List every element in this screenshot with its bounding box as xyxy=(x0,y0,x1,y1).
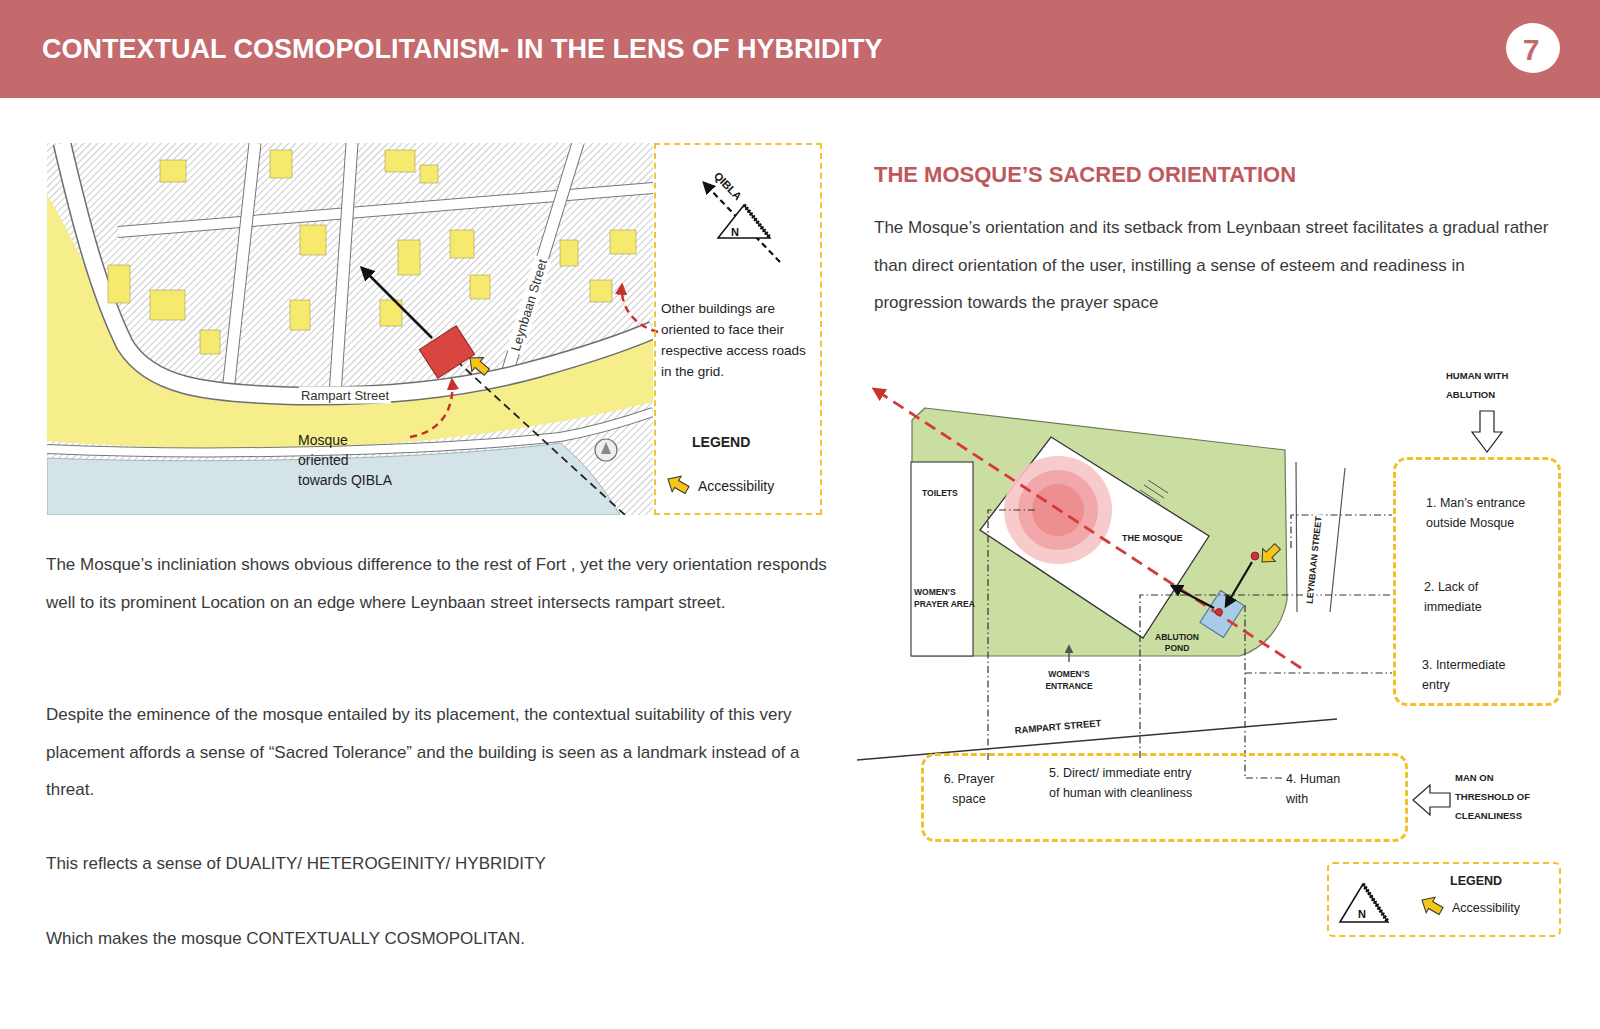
legend-text: Accessibility xyxy=(1452,900,1520,916)
body-paragraph: The Mosque’s incliniation shows obvious … xyxy=(46,546,836,621)
left-arrow xyxy=(1413,785,1450,815)
body-paragraph: The Mosque’s orientation and its setback… xyxy=(874,209,1554,322)
direction-label: QIBLA xyxy=(711,169,745,203)
map-ground xyxy=(47,143,653,515)
street-name: Leynbaan Street xyxy=(506,255,551,355)
road-edge xyxy=(62,143,653,396)
coast-road xyxy=(47,412,653,452)
map-note: Mosque oriented towards QIBLA xyxy=(298,430,398,490)
north-symbol-edge xyxy=(744,205,770,238)
compass-symbol xyxy=(595,439,617,461)
legend-heading: LEGEND xyxy=(1450,873,1540,889)
page-number: 7 xyxy=(1506,30,1556,69)
qibla-axis xyxy=(874,389,1301,668)
room-label: WOMEN’S PRAYER AREA xyxy=(914,586,980,610)
legend-panel: LEGEND xyxy=(1327,862,1561,937)
ancillary-block xyxy=(911,462,973,656)
site-ground xyxy=(912,408,1287,656)
street-name: Rampart Street xyxy=(299,387,391,404)
page-title: CONTEXTUAL COSMOPOLITANISM- IN THE LENS … xyxy=(42,34,883,65)
entry-point xyxy=(1251,552,1259,560)
movement-arrow xyxy=(1226,562,1252,606)
title-band xyxy=(0,0,1600,98)
buildings xyxy=(108,150,636,354)
north-label: N xyxy=(731,225,739,239)
accessibility-arrow xyxy=(664,471,692,498)
callout-text: 1. Man’s entrance outside Mosque xyxy=(1426,493,1554,533)
street-edge xyxy=(1296,462,1345,612)
callout-box: 6. Prayer space 5. Direct/ immediate entr… xyxy=(921,753,1408,842)
orientation-arrow xyxy=(622,285,658,332)
accessibility-arrow xyxy=(1256,540,1284,568)
callout-text: 2. Lack of immediate xyxy=(1424,577,1534,617)
legend-item: Accessibility xyxy=(664,477,774,495)
legend-text: Accessibility xyxy=(698,477,774,495)
callout-text: 5. Direct/ immediate entry of human with… xyxy=(1049,763,1199,803)
qibla-arrow xyxy=(362,268,432,338)
body-paragraph: This reflects a sense of DUALITY/ HETERO… xyxy=(46,845,836,883)
north-symbol xyxy=(1340,884,1388,922)
street-name: LEYNBAAN STREET xyxy=(1303,514,1325,607)
entry-point xyxy=(1216,609,1223,616)
room-label: TOILETS xyxy=(922,488,958,499)
compass-needle xyxy=(601,442,611,454)
legend-swatch xyxy=(1418,894,1446,916)
annotation: MAN ON THRESHOLD OF CLEANLINESS xyxy=(1455,768,1550,825)
north-symbol-edge xyxy=(1363,884,1388,922)
callout-text: 4. Human with xyxy=(1286,769,1352,809)
movement-arrow xyxy=(1172,586,1214,608)
map-hatching xyxy=(47,143,653,515)
legend-item: Accessibility xyxy=(1418,898,1520,916)
qibla-axis xyxy=(447,352,625,515)
annotation: HUMAN WITH ABLUTION xyxy=(1446,366,1541,404)
leader-line xyxy=(988,510,1035,760)
north-label: N xyxy=(1358,907,1366,921)
body-paragraph: Despite the eminence of the mosque entai… xyxy=(46,696,836,809)
section-heading: THE MOSQUE’S SACRED ORIENTATION xyxy=(874,160,1296,189)
leader-line xyxy=(1245,672,1392,673)
entrance-label: WOMEN’S ENTRANCE xyxy=(1039,668,1099,692)
street xyxy=(118,188,653,232)
room-label: ABLUTION POND xyxy=(1150,632,1204,654)
street-name: RAMPART STREET xyxy=(1014,717,1102,737)
page-number-badge: 7 xyxy=(1506,23,1560,73)
legend-swatch xyxy=(664,473,692,495)
leader-line xyxy=(1140,595,1392,758)
rampart-road xyxy=(62,143,653,396)
accessibility-arrow xyxy=(464,351,492,379)
note-text: Other buildings are oriented to face the… xyxy=(661,298,817,382)
mosque-plan xyxy=(980,437,1209,638)
ablution-pond xyxy=(1200,590,1244,637)
north-symbol xyxy=(718,205,770,238)
entrance-arrow xyxy=(1068,646,1070,662)
road-edge xyxy=(47,412,653,452)
room-label: THE MOSQUE xyxy=(1122,532,1183,544)
stairs xyxy=(1140,480,1168,503)
body-paragraph: Which makes the mosque CONTEXTUALLY COSM… xyxy=(46,920,836,958)
down-arrow xyxy=(1472,411,1502,452)
callout-text: 6. Prayer space xyxy=(936,769,1002,809)
legend-heading: LEGEND xyxy=(692,433,802,451)
leader-line xyxy=(1291,515,1392,548)
leader-lines xyxy=(988,510,1392,778)
site-map xyxy=(47,143,653,515)
callout-box: 1. Man’s entrance outside Mosque 2. Lack … xyxy=(1393,457,1561,706)
accessibility-arrow xyxy=(1418,892,1446,919)
orientation-arrow xyxy=(410,380,452,437)
street-edge xyxy=(118,188,653,232)
callout-text: 3. Intermediate entry xyxy=(1422,655,1532,695)
